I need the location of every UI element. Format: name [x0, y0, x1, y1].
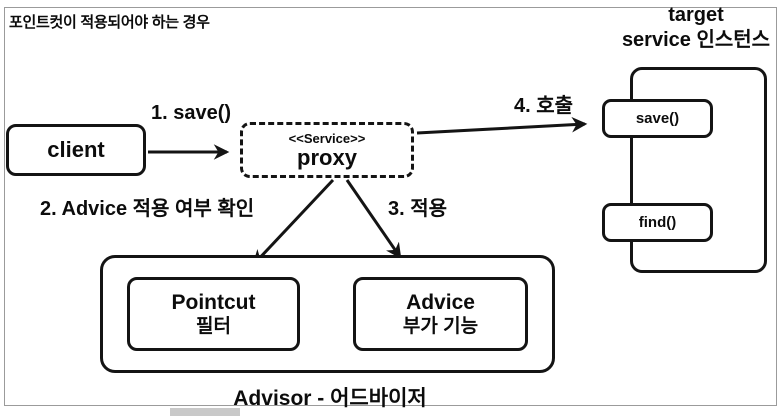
advisor-caption: Advisor - 어드바이저	[233, 387, 427, 410]
client-label: client	[47, 137, 105, 162]
step4-label: 4. 호출	[514, 95, 574, 117]
advice-box: Advice 부가 기능	[353, 277, 528, 351]
advice-subtitle: 부가 기능	[402, 316, 479, 337]
find-method-box: find()	[602, 203, 713, 242]
target-service-container	[630, 67, 767, 273]
step2-label: 2. Advice 적용 여부 확인	[40, 198, 255, 220]
target-service-label: target service 인스턴스	[612, 3, 780, 53]
client-box: client	[6, 124, 146, 176]
diagram-title: 포인트컷이 적용되어야 하는 경우	[9, 14, 210, 31]
proxy-stereotype-label: <<Service>>	[288, 130, 366, 146]
proxy-name-label: proxy	[297, 144, 357, 170]
step3-label: 3. 적용	[388, 198, 448, 220]
target-service-label-line1: target	[668, 4, 724, 26]
proxy-box: <<Service>> proxy	[240, 122, 414, 178]
save-method-box: save()	[602, 99, 713, 138]
find-method-label: find()	[638, 214, 677, 231]
pointcut-subtitle: 필터	[196, 316, 231, 337]
step1-label: 1. save()	[151, 102, 232, 124]
target-service-label-line2: service 인스턴스	[621, 29, 771, 51]
pointcut-title: Pointcut	[171, 291, 256, 314]
save-method-label: save()	[635, 110, 680, 127]
bottom-resize-handle[interactable]	[170, 408, 240, 416]
advice-title: Advice	[406, 291, 475, 314]
pointcut-box: Pointcut 필터	[127, 277, 300, 351]
